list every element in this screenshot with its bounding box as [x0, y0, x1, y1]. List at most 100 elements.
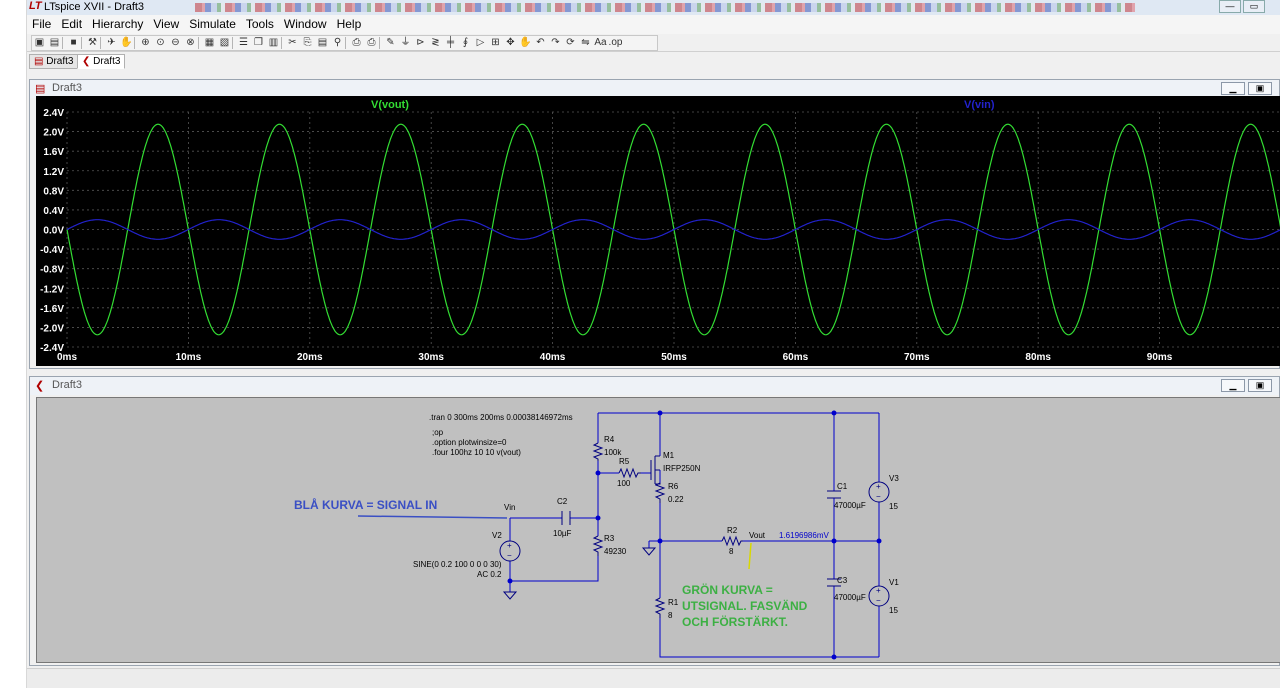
print-setup-icon[interactable]: ⎙	[352, 37, 361, 48]
save-icon[interactable]: ■	[70, 37, 77, 48]
text-icon[interactable]: Aa	[594, 37, 607, 48]
label-net-icon[interactable]: ⊳	[416, 37, 425, 48]
resistor-r5-symbol[interactable]	[618, 467, 641, 479]
resistor-r3-symbol[interactable]	[592, 535, 604, 556]
drag-icon[interactable]: ✋	[519, 37, 532, 48]
spice-directive-icon[interactable]: .op	[608, 37, 623, 48]
voltage-source-v3-symbol[interactable]: + −	[868, 481, 890, 503]
mirror-icon[interactable]: ⇋	[581, 37, 590, 48]
tab-waveform[interactable]: ▤ Draft3	[29, 54, 79, 69]
diode-icon[interactable]: ▷	[476, 37, 485, 48]
schematic-icon: ❮	[82, 56, 91, 67]
minimize-icon[interactable]: ▁	[1221, 379, 1245, 392]
voltage-source-v1-symbol[interactable]: + −	[868, 585, 890, 607]
option-directive[interactable]: .option plotwinsize=0	[432, 438, 507, 447]
green-annotation-line1[interactable]: GRÖN KURVA =	[682, 582, 773, 597]
waveform-icon: ▤	[34, 56, 44, 67]
menu-hierarchy[interactable]: Hierarchy	[92, 17, 144, 31]
inductor-icon[interactable]: ∮	[462, 37, 469, 48]
waveform-window-titlebar: ▤ Draft3 ▁ ▣	[30, 80, 1279, 98]
legend-vin[interactable]: V(vin)	[964, 99, 995, 111]
legend-vout[interactable]: V(vout)	[371, 99, 409, 111]
r4-name: R4	[604, 435, 615, 444]
zoom-in-icon[interactable]: ⊕	[141, 37, 150, 48]
ground-icon[interactable]: ⏚	[400, 37, 411, 48]
y-tick-label: -2.4V	[40, 343, 64, 354]
copy-icon[interactable]: ⎘	[303, 37, 312, 48]
resistor-r2-symbol[interactable]	[721, 535, 743, 547]
tran-directive[interactable]: .tran 0 300ms 200ms 0.00038146972ms	[429, 413, 573, 422]
print-icon[interactable]: ⎙	[367, 37, 376, 48]
capacitor-c1-symbol[interactable]	[827, 490, 841, 499]
four-directive[interactable]: .four 100hz 10 10 v(vout)	[432, 448, 521, 457]
menu-simulate[interactable]: Simulate	[189, 17, 236, 31]
menu-help[interactable]: Help	[336, 17, 362, 31]
pick-trace-icon[interactable]: ▧	[219, 37, 230, 48]
maximize-icon[interactable]: ▭	[1243, 0, 1265, 13]
menu-view[interactable]: View	[153, 17, 180, 31]
capacitor-c2-symbol[interactable]	[561, 511, 571, 525]
r2-name: R2	[727, 526, 738, 535]
x-tick-label: 80ms	[1025, 352, 1051, 363]
minimize-icon[interactable]: —	[1219, 0, 1241, 13]
schematic-canvas[interactable]: .tran 0 300ms 200ms 0.00038146972ms ;op …	[36, 397, 1280, 663]
menu-tools[interactable]: Tools	[245, 17, 274, 31]
menu-edit[interactable]: Edit	[61, 17, 83, 31]
rotate-icon[interactable]: ⟳	[566, 37, 575, 48]
cascade-icon[interactable]: ❐	[254, 37, 263, 48]
green-annotation-line2[interactable]: UTSIGNAL. FASVÄND	[682, 598, 808, 613]
voltage-source-v2-symbol[interactable]: + −	[499, 540, 521, 562]
tile-vertical-icon[interactable]: ▥	[268, 37, 279, 48]
tab-schematic[interactable]: ❮ Draft3	[77, 54, 126, 69]
tile-horizontal-icon[interactable]: ☰	[239, 37, 248, 48]
green-annotation-line3[interactable]: OCH FÖRSTÄRKT.	[682, 614, 788, 629]
resistor-r6-symbol[interactable]	[654, 482, 666, 503]
halt-icon[interactable]: ✋	[120, 37, 133, 48]
c1-name: C1	[837, 482, 848, 491]
net-label-vin[interactable]: Vin	[504, 503, 515, 512]
zoom-fit-icon[interactable]: ⊗	[186, 37, 195, 48]
x-tick-label: 0ms	[57, 352, 77, 363]
ground-icon[interactable]	[641, 547, 657, 556]
new-schematic-icon[interactable]: ▣	[34, 37, 45, 48]
autorange-icon[interactable]: ▦	[204, 37, 215, 48]
x-tick-label: 90ms	[1147, 352, 1173, 363]
y-tick-label: -0.8V	[40, 265, 64, 276]
find-icon[interactable]: ⚲	[333, 37, 342, 48]
pan-icon[interactable]: ⊙	[156, 37, 165, 48]
op-comment[interactable]: ;op	[432, 428, 444, 437]
v3-name: V3	[889, 474, 899, 483]
resistor-icon[interactable]: ≷	[431, 37, 440, 48]
redo-icon[interactable]: ↷	[551, 37, 560, 48]
mosfet-m1-symbol[interactable]	[650, 455, 661, 485]
paste-icon[interactable]: ▤	[317, 37, 328, 48]
trace-vvin[interactable]	[66, 219, 1280, 240]
menu-file[interactable]: File	[32, 17, 52, 31]
svg-text:+: +	[507, 541, 512, 550]
left-edge-strip	[0, 0, 27, 688]
y-tick-label: 0.0V	[43, 226, 64, 237]
blue-annotation-underline	[357, 515, 508, 519]
ground-icon[interactable]	[502, 591, 518, 600]
cut-icon[interactable]: ✂	[288, 37, 297, 48]
net-label-vout[interactable]: Vout	[749, 531, 766, 540]
undo-icon[interactable]: ↶	[536, 37, 545, 48]
move-icon[interactable]: ✥	[506, 37, 515, 48]
control-panel-icon[interactable]: ⚒	[88, 37, 97, 48]
blue-annotation[interactable]: BLÅ KURVA = SIGNAL IN	[294, 497, 437, 512]
minimize-icon[interactable]: ▁	[1221, 82, 1245, 95]
restore-icon[interactable]: ▣	[1248, 82, 1272, 95]
menu-window[interactable]: Window	[283, 17, 327, 31]
draw-wire-icon[interactable]: ✎	[386, 37, 395, 48]
capacitor-c3-symbol[interactable]	[827, 578, 841, 587]
junction-dots	[507, 410, 882, 660]
restore-icon[interactable]: ▣	[1248, 379, 1272, 392]
component-icon[interactable]: ⊞	[491, 37, 500, 48]
open-icon[interactable]: ▤	[49, 37, 60, 48]
resistor-r1-symbol[interactable]	[654, 597, 666, 618]
zoom-out-icon[interactable]: ⊖	[171, 37, 180, 48]
capacitor-icon[interactable]: ╪	[446, 37, 455, 48]
resistor-r4-symbol[interactable]	[592, 442, 604, 461]
run-icon[interactable]: ✈	[107, 37, 116, 48]
